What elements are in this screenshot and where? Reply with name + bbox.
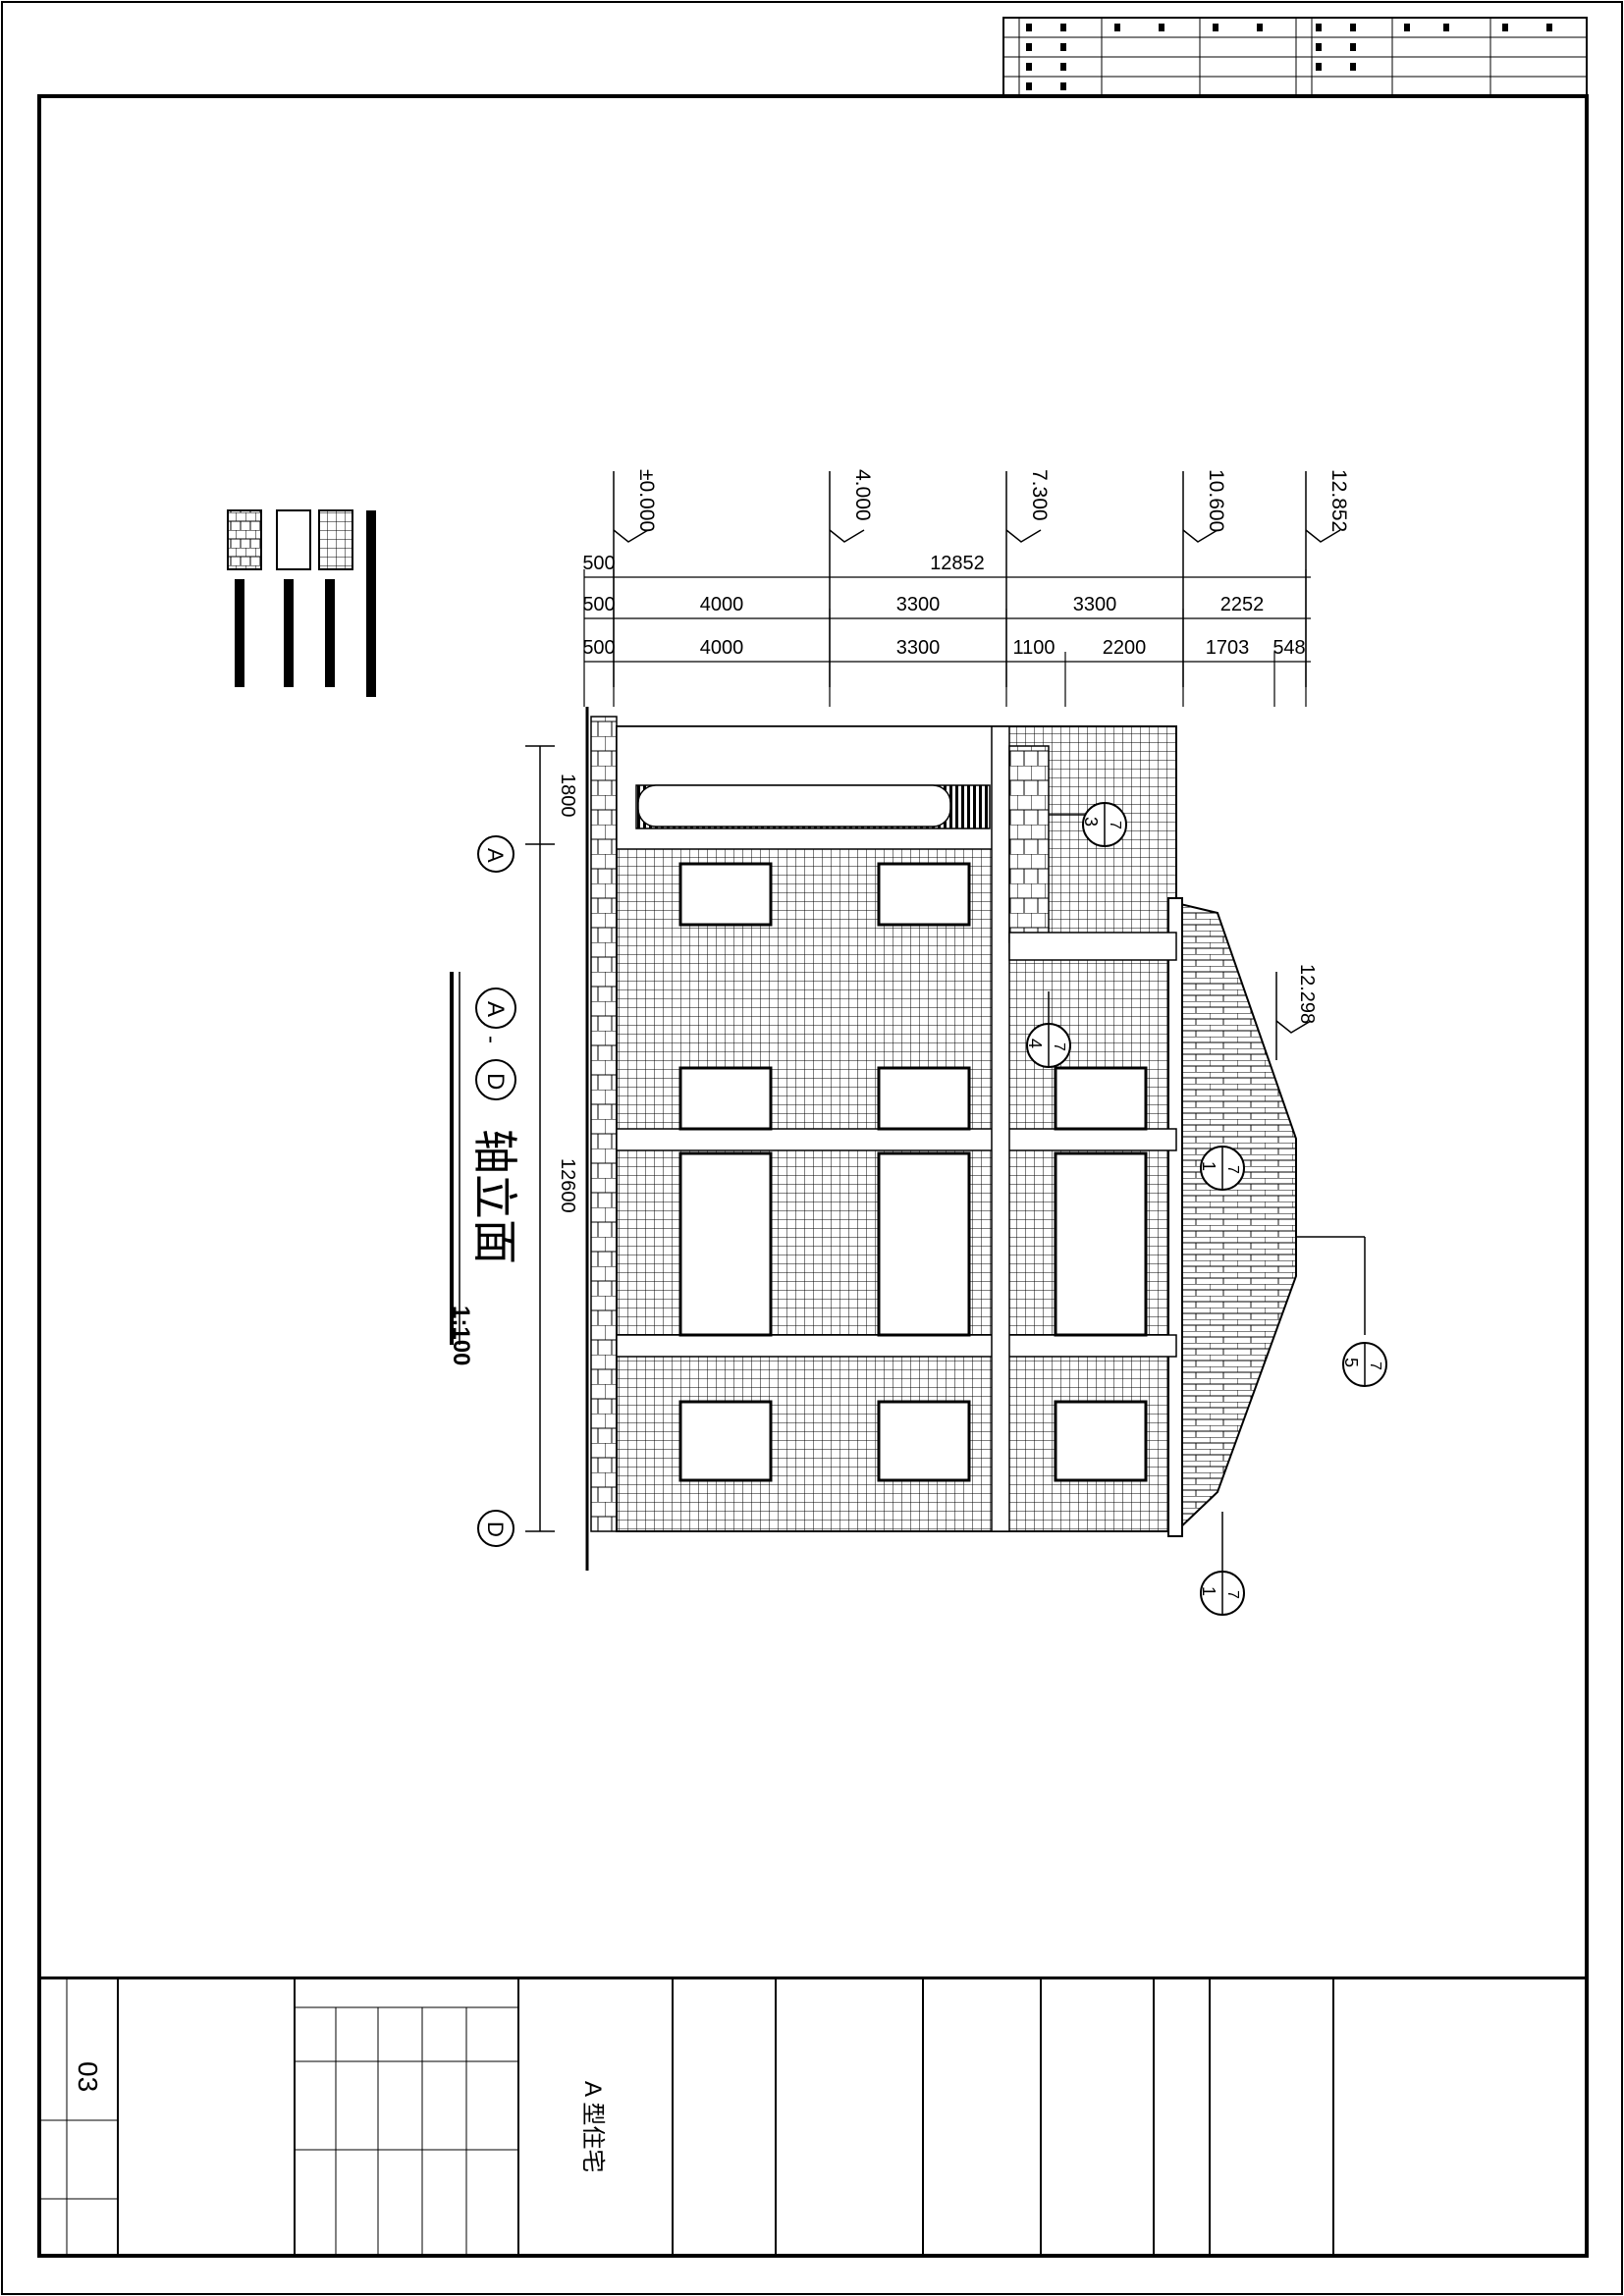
detail-callout-4: 4 7 <box>1025 991 1071 1068</box>
level-marker: 10.600 <box>1182 469 1227 687</box>
elevation-levels: ±0.000 4.000 7.300 10.600 12.852 <box>613 469 1350 687</box>
axis-d-label: D <box>483 1522 508 1537</box>
title-scale: 1:100 <box>448 1306 474 1365</box>
axis-a-label: A <box>483 848 508 863</box>
level-marker: 4.000 <box>829 469 874 687</box>
roof-level-label: 12.298 <box>1296 964 1318 1024</box>
axis-dimension <box>525 745 555 1532</box>
dim-floor-1: 4000 <box>700 594 744 615</box>
dim-overall: 12852 <box>930 553 985 574</box>
detail-callout-3: 3 7 <box>1049 802 1127 847</box>
level-marker: 12.852 <box>1305 469 1350 687</box>
project-name: A 型住宅 <box>579 2081 606 2172</box>
dim-detail-2: 3300 <box>896 637 941 659</box>
revision-table <box>1002 17 1588 97</box>
dim-floor-0: 500 <box>582 594 615 615</box>
level-marker: ±0.000 <box>613 469 658 687</box>
detail-4-sheet: 7 <box>1051 1042 1067 1051</box>
legend-swatch-tile <box>318 509 353 570</box>
title-d: D <box>482 1073 509 1090</box>
title-chinese: 轴立面 <box>469 1129 520 1264</box>
level-label-1: 4.000 <box>851 469 874 521</box>
detail-1b-num: 1 <box>1199 1586 1218 1596</box>
legend-swatch-plain <box>276 509 311 570</box>
detail-5-num: 5 <box>1341 1358 1361 1367</box>
level-label-3: 10.600 <box>1205 469 1227 532</box>
dim-detail-5: 1703 <box>1206 637 1250 659</box>
roof <box>1175 901 1297 1534</box>
axis-bubble-d: D <box>477 1510 514 1547</box>
dim-floor-3: 3300 <box>1073 594 1117 615</box>
level-marker: 7.300 <box>1005 469 1051 687</box>
dim-detail-1: 4000 <box>700 637 744 659</box>
detail-1-sheet: 7 <box>1224 1165 1241 1174</box>
level-label-4: 12.852 <box>1327 469 1350 532</box>
title-a: A <box>482 1001 509 1017</box>
detail-1-num: 1 <box>1199 1161 1218 1171</box>
dimension-lines <box>583 569 1311 707</box>
building-elevation <box>585 707 1297 1571</box>
dim-left-offset: 500 <box>582 553 615 574</box>
detail-4-num: 4 <box>1025 1039 1045 1048</box>
sheet-number: 03 <box>73 2061 103 2092</box>
axis-sub-dimension: 1800 <box>557 774 578 818</box>
detail-3-num: 3 <box>1081 817 1101 827</box>
material-legend <box>227 509 376 697</box>
detail-1b-sheet: 7 <box>1224 1590 1241 1599</box>
title-block: 03 A 型住宅 <box>37 1976 1589 2258</box>
level-label-2: 7.300 <box>1028 469 1051 521</box>
dim-detail-4: 2200 <box>1103 637 1147 659</box>
axis-bubble-a: A <box>477 835 514 873</box>
title-dash: - <box>478 1036 505 1043</box>
dim-floor-2: 3300 <box>896 594 941 615</box>
detail-callout-5: 5 7 <box>1296 1236 1387 1387</box>
drawing-title: A - D 轴立面 1:100 <box>448 972 520 1365</box>
detail-callout-1: 1 7 <box>1199 1146 1245 1191</box>
roof-level-marker: 12.298 <box>1275 964 1318 1060</box>
dimension-texts: 500 12852 500 4000 3300 3300 2252 500 40… <box>582 553 1305 659</box>
level-label-0: ±0.000 <box>635 469 658 532</box>
dim-floor-4: 2252 <box>1220 594 1265 615</box>
axis-total-dimension: 12600 <box>557 1158 578 1213</box>
windows <box>678 862 1148 1482</box>
dim-detail-0: 500 <box>582 637 615 659</box>
detail-5-sheet: 7 <box>1367 1362 1383 1370</box>
dim-detail-6: 548 <box>1272 637 1305 659</box>
dim-detail-3: 1100 <box>1012 637 1055 659</box>
detail-callout-1b: 1 7 <box>1199 1512 1245 1616</box>
legend-swatch-stone <box>227 509 262 570</box>
detail-3-sheet: 7 <box>1107 821 1123 829</box>
